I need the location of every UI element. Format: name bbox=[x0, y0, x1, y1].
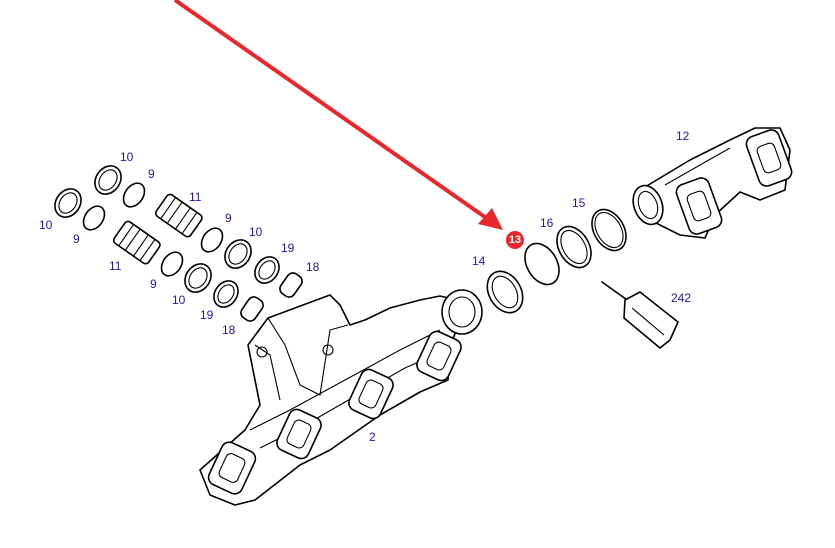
exhaust-manifold bbox=[199, 289, 483, 506]
callout-label: 19 bbox=[200, 308, 214, 322]
callout-label: 10 bbox=[249, 225, 263, 239]
sleeve-parts bbox=[112, 193, 203, 265]
callout-label: 11 bbox=[109, 259, 122, 273]
center-rings bbox=[486, 208, 627, 314]
pointer-arrow bbox=[173, 0, 503, 230]
callout-label: 9 bbox=[150, 277, 157, 291]
callout-label: 10 bbox=[120, 150, 134, 164]
elbow-pipe bbox=[632, 127, 793, 239]
callout-label: 10 bbox=[172, 293, 186, 307]
callout-label: 12 bbox=[676, 129, 690, 143]
callout-label: 11 bbox=[189, 190, 202, 204]
callout-label: 15 bbox=[572, 196, 586, 210]
callout-label: 242 bbox=[671, 291, 692, 305]
sealant-tube bbox=[601, 281, 679, 349]
seal-rings-left bbox=[54, 165, 303, 322]
highlight-badge[interactable]: 13 bbox=[506, 231, 524, 249]
callout-label: 2 bbox=[369, 430, 376, 444]
callout-label: 10 bbox=[39, 218, 53, 232]
callout-label: 19 bbox=[281, 241, 295, 255]
callout-label: 14 bbox=[472, 254, 486, 268]
callout-label: 9 bbox=[73, 232, 80, 246]
callout-label: 18 bbox=[222, 323, 236, 337]
callout-label: 9 bbox=[148, 167, 155, 181]
callout-label: 18 bbox=[306, 260, 320, 274]
callout-label: 9 bbox=[225, 211, 232, 225]
callout-label: 16 bbox=[540, 216, 554, 230]
